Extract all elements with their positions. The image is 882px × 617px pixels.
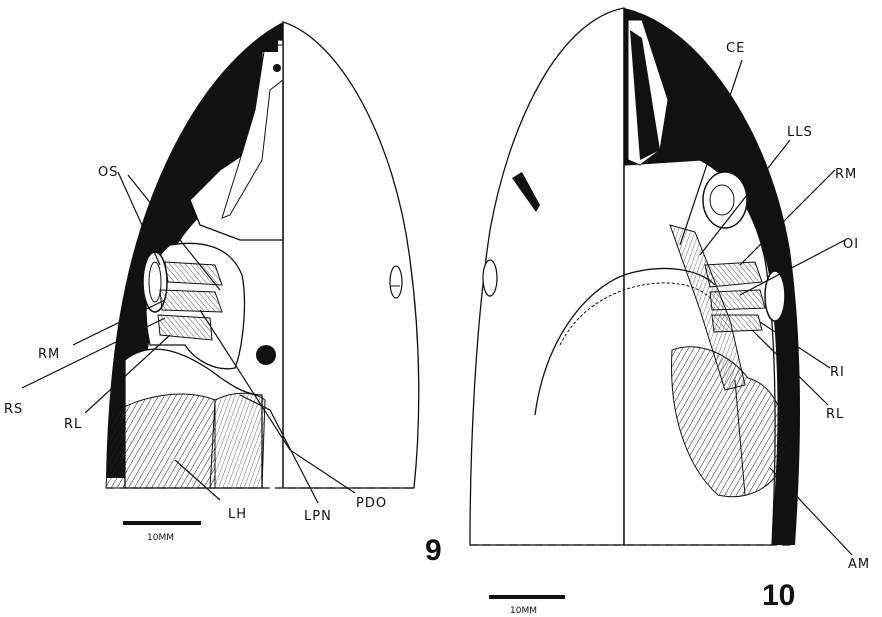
label-oi-10: OI: [843, 237, 859, 252]
rectus-medialis-muscle-9: [160, 290, 222, 312]
scale-bar-label-9: 10MM: [147, 533, 174, 543]
label-ce-10: CE: [726, 41, 745, 56]
scale-bar-9: 10MM: [123, 521, 201, 543]
levator-palatoquadrati-muscle-9: [210, 393, 265, 488]
figure-9-drawing: [106, 22, 419, 488]
scale-bar-label-10: 10MM: [510, 606, 537, 616]
obliquus-inferior-muscle-10: [710, 290, 765, 310]
label-ri-10: RI: [830, 365, 845, 380]
figure-number-10: 10: [762, 579, 795, 612]
label-pdo-9: PDO: [356, 496, 387, 511]
snout-outline-right-9: [283, 22, 419, 488]
eye-10: [765, 271, 785, 321]
scale-bar-10: 10MM: [489, 595, 565, 616]
label-rm-9: RM: [38, 347, 60, 362]
levator-hyomandibulae-muscle-9: [106, 394, 215, 488]
label-rl-9: RL: [64, 417, 82, 432]
label-lpn-9: LPN: [304, 509, 332, 524]
label-rm-10: RM: [835, 167, 857, 182]
rectus-medialis-muscle-10: [705, 262, 762, 287]
label-lh-9: LH: [228, 507, 247, 522]
figure-10-drawing: [470, 8, 800, 545]
label-rl-10: RL: [826, 407, 844, 422]
label-rs-9: RS: [4, 402, 23, 417]
figure-number-9: 9: [425, 534, 442, 567]
label-os-9: OS: [98, 165, 118, 180]
label-am-10: AM: [848, 557, 870, 572]
label-lls-10: LLS: [787, 125, 813, 140]
rectus-inferior-muscle-10: [712, 315, 762, 332]
dark-notch-9: [262, 40, 278, 52]
